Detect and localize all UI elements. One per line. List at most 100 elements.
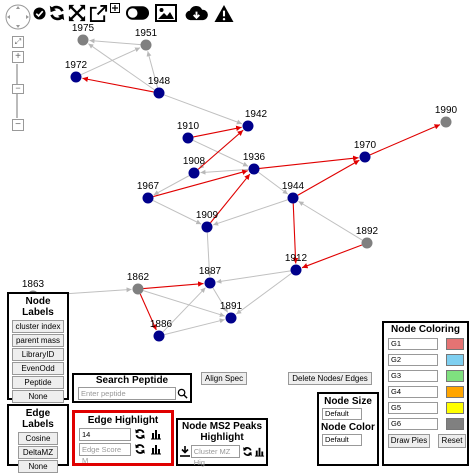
graph-edge[interactable] xyxy=(146,51,159,88)
graph-edge[interactable] xyxy=(152,199,202,225)
graph-node[interactable] xyxy=(140,39,152,51)
graph-edge[interactable] xyxy=(210,173,251,224)
graph-edge[interactable] xyxy=(200,168,249,175)
graph-edge[interactable] xyxy=(301,244,363,269)
group-color-swatch[interactable] xyxy=(446,370,464,382)
refresh-icon[interactable] xyxy=(47,3,67,23)
group-color-swatch[interactable] xyxy=(446,402,464,414)
refresh-icon[interactable] xyxy=(134,443,148,456)
shuffle-icon[interactable] xyxy=(67,3,87,23)
group-name-input[interactable]: G6 xyxy=(388,418,438,430)
cloud-download-icon[interactable] xyxy=(184,3,208,23)
graph-node[interactable] xyxy=(359,151,371,163)
graph-node[interactable] xyxy=(182,132,194,144)
search-icon[interactable] xyxy=(177,388,189,400)
node-label-button[interactable]: LibraryID xyxy=(12,348,64,361)
delete-nodes-edges-button[interactable]: Delete Nodes/ Edges xyxy=(288,372,372,385)
refresh-icon[interactable] xyxy=(242,446,254,458)
graph-node[interactable] xyxy=(132,283,144,295)
graph-node[interactable] xyxy=(248,163,260,175)
graph-edge[interactable] xyxy=(193,125,242,138)
node-size-select[interactable]: Default xyxy=(322,408,362,420)
edge-label-button[interactable]: None xyxy=(18,460,58,473)
bar-chart-icon[interactable] xyxy=(254,446,266,458)
graph-node[interactable] xyxy=(153,330,165,342)
graph-edge[interactable] xyxy=(162,287,206,333)
image-icon[interactable] xyxy=(154,3,178,23)
graph-edge[interactable] xyxy=(143,281,204,290)
external-link-icon[interactable] xyxy=(88,3,108,23)
graph-edge[interactable] xyxy=(153,175,190,196)
graph-node[interactable] xyxy=(225,312,237,324)
graph-node[interactable] xyxy=(201,221,213,233)
zoom-out-button[interactable]: − xyxy=(12,119,24,131)
group-color-swatch[interactable] xyxy=(446,386,464,398)
align-spec-button[interactable]: Align Spec xyxy=(201,372,247,385)
graph-edge[interactable] xyxy=(297,159,360,196)
reset-button[interactable]: Reset xyxy=(438,434,466,448)
graph-node[interactable] xyxy=(287,192,299,204)
graph-edge[interactable] xyxy=(163,94,243,125)
download-icon[interactable] xyxy=(180,445,191,458)
add-box-icon[interactable] xyxy=(109,2,120,13)
group-color-swatch[interactable] xyxy=(446,338,464,350)
graph-edge[interactable] xyxy=(235,272,292,315)
graph-node[interactable] xyxy=(361,237,373,249)
graph-edge[interactable] xyxy=(206,232,212,277)
graph-edge[interactable] xyxy=(259,155,359,169)
graph-edge[interactable] xyxy=(164,318,225,336)
warning-icon[interactable] xyxy=(212,3,236,23)
group-name-input[interactable]: G3 xyxy=(388,370,438,382)
zoom-fit-button[interactable]: ⤢ xyxy=(12,36,24,48)
graph-node[interactable] xyxy=(70,71,82,83)
edge-highlight-value-input[interactable]: 14 xyxy=(79,428,131,441)
node-label-button[interactable]: None xyxy=(12,390,64,403)
graph-edge[interactable] xyxy=(80,47,141,76)
toggle-icon[interactable] xyxy=(124,3,150,23)
group-color-swatch[interactable] xyxy=(446,354,464,366)
node-label-button[interactable]: EvenOdd xyxy=(12,362,64,375)
group-name-input[interactable]: G1 xyxy=(388,338,438,350)
check-icon[interactable] xyxy=(32,3,46,23)
edge-label-button[interactable]: DeltaMZ xyxy=(18,446,58,459)
group-name-input[interactable]: G4 xyxy=(388,386,438,398)
edge-label-button[interactable]: Cosine xyxy=(18,432,58,445)
graph-edge[interactable] xyxy=(89,38,141,46)
refresh-icon[interactable] xyxy=(134,428,148,441)
node-label-button[interactable]: parent mass xyxy=(12,334,64,347)
graph-edge[interactable] xyxy=(192,139,249,167)
group-name-input[interactable]: G2 xyxy=(388,354,438,366)
graph-node[interactable] xyxy=(188,167,200,179)
graph-edge[interactable] xyxy=(88,43,155,91)
bar-chart-icon[interactable] xyxy=(150,428,164,441)
zoom-slider-handle[interactable]: − xyxy=(12,84,24,94)
graph-edge[interactable] xyxy=(298,200,363,241)
graph-edge[interactable] xyxy=(292,203,299,264)
graph-node[interactable] xyxy=(204,277,216,289)
graph-node[interactable] xyxy=(440,116,452,128)
graph-node[interactable] xyxy=(77,34,89,46)
graph-edge[interactable] xyxy=(212,199,288,226)
node-color-select[interactable]: Default xyxy=(322,434,362,446)
graph-node[interactable] xyxy=(242,120,254,132)
graph-edge[interactable] xyxy=(369,124,441,156)
graph-edge[interactable] xyxy=(216,270,291,284)
draw-pies-button[interactable]: Draw Pies xyxy=(388,434,430,448)
node-label-button[interactable]: cluster index xyxy=(12,320,64,333)
pan-control[interactable] xyxy=(5,4,31,30)
graph-edge[interactable] xyxy=(258,171,289,195)
cluster-mz-input[interactable]: Cluster MZ Hig xyxy=(190,445,240,467)
graph-edge[interactable] xyxy=(153,169,248,198)
graph-node[interactable] xyxy=(142,192,154,204)
graph-node[interactable] xyxy=(153,87,165,99)
group-name-input[interactable]: G5 xyxy=(388,402,438,414)
peptide-input[interactable]: Enter peptide xyxy=(78,387,176,400)
graph-edge[interactable] xyxy=(212,287,229,313)
bar-chart-icon[interactable] xyxy=(150,443,164,456)
node-label-button[interactable]: Peptide xyxy=(12,376,64,389)
graph-edge[interactable] xyxy=(82,76,154,93)
graph-edge[interactable] xyxy=(139,293,157,331)
graph-node[interactable] xyxy=(290,264,302,276)
zoom-in-button[interactable]: + xyxy=(12,51,24,63)
